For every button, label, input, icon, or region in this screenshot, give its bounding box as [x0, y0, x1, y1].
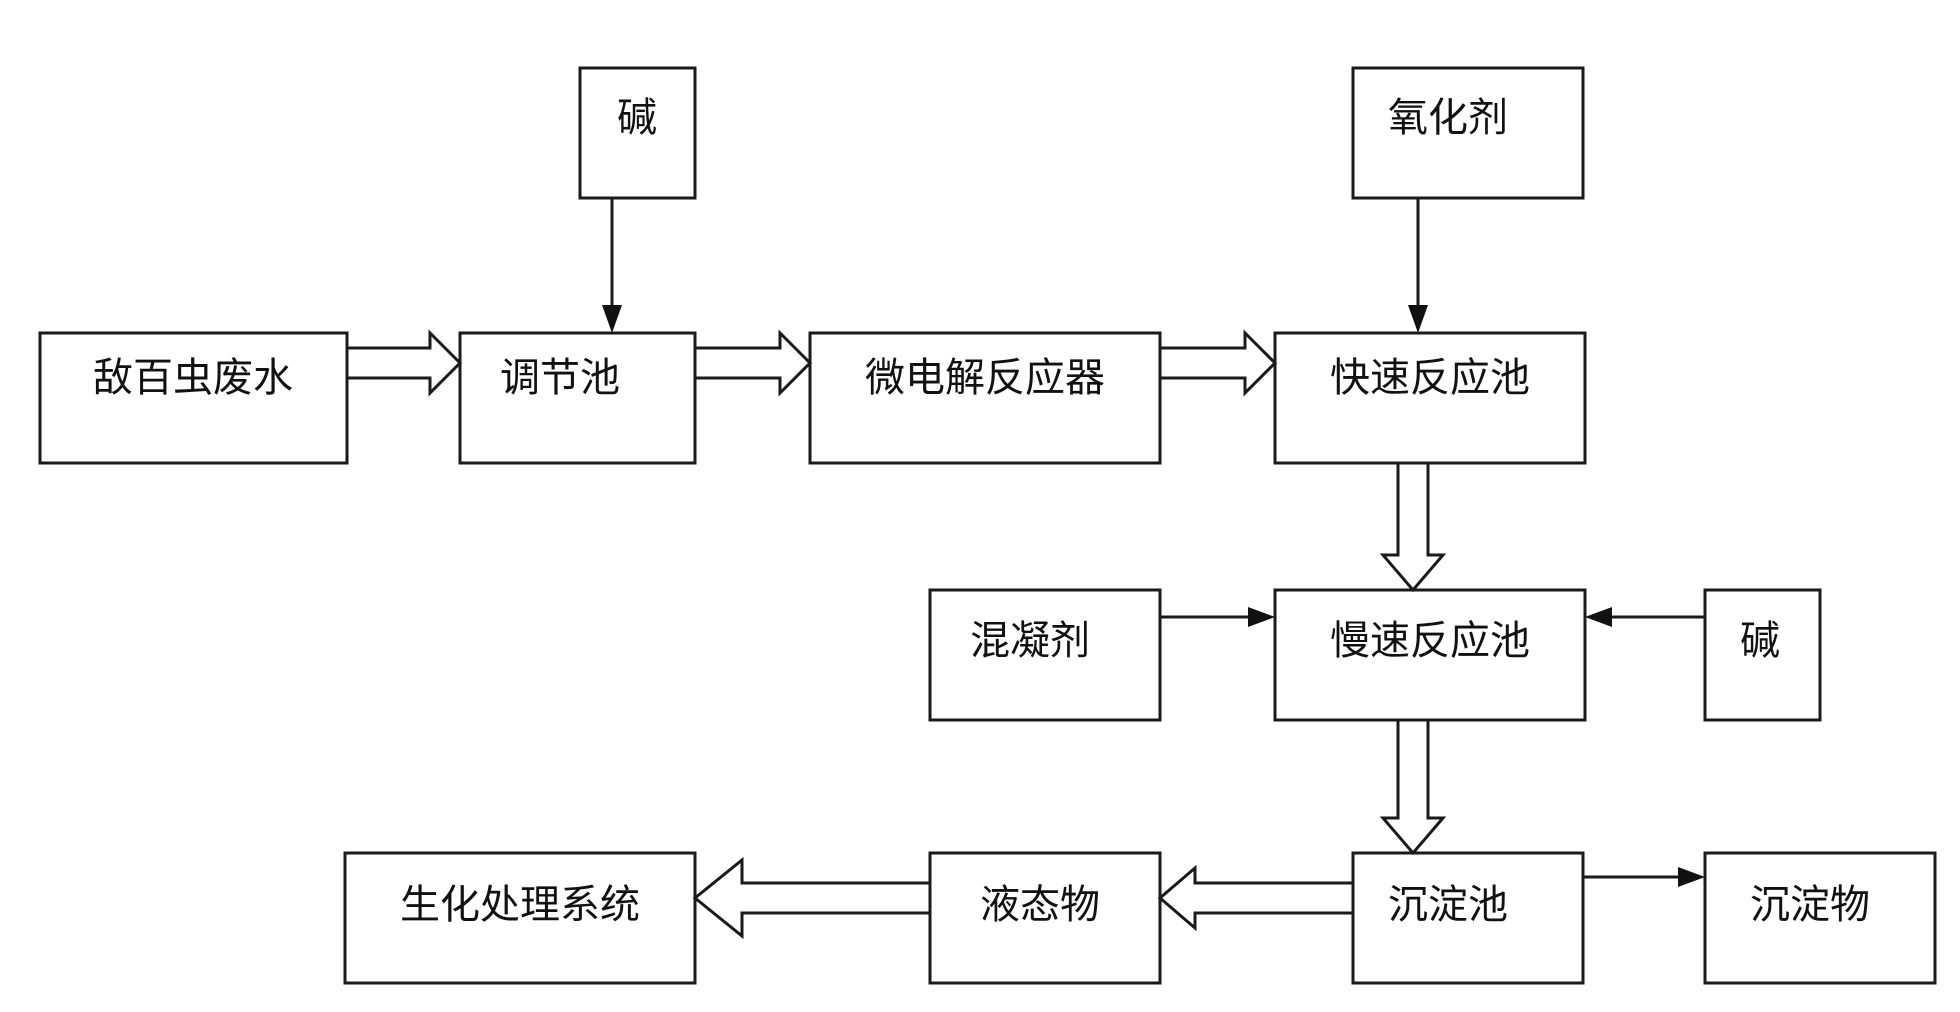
arrow-fast-to-slow [1379, 461, 1447, 593]
arrow-coagulant-to-slow [1160, 607, 1275, 627]
node-sediment: 沉淀物 [1703, 851, 1937, 985]
node-regulating-tank-label: 调节池 [500, 355, 620, 401]
node-biochemical-system-label: 生化处理系统 [400, 882, 640, 928]
node-slow-reaction-tank: 慢速反应池 [1273, 588, 1587, 722]
arrow-sedimentation-to-sediment [1583, 867, 1705, 887]
node-oxidant-label: 氧化剂 [1388, 95, 1508, 141]
node-biochemical-system: 生化处理系统 [343, 851, 697, 985]
node-fast-reaction-tank-label: 快速反应池 [1330, 355, 1530, 401]
node-coagulant-label: 混凝剂 [970, 618, 1090, 664]
node-alkali-top: 碱 [578, 66, 697, 200]
node-regulating-tank: 调节池 [458, 331, 697, 465]
node-sediment-label: 沉淀物 [1750, 882, 1870, 928]
arrow-slow-to-sedimentation [1379, 718, 1447, 856]
node-oxidant: 氧化剂 [1351, 66, 1585, 200]
arrow-wastewater-to-regulating [345, 329, 463, 397]
arrow-alkali-to-slow [1585, 607, 1705, 627]
node-wastewater-label: 敌百虫废水 [93, 355, 293, 401]
node-liquid: 液态物 [928, 851, 1162, 985]
arrow-oxidant-to-fast [1408, 198, 1428, 333]
node-fast-reaction-tank: 快速反应池 [1273, 331, 1587, 465]
arrow-sedimentation-to-liquid [1157, 864, 1355, 932]
node-micro-electrolysis: 微电解反应器 [808, 331, 1162, 465]
node-sedimentation-tank-label: 沉淀池 [1388, 882, 1508, 928]
arrow-alkali-to-regulating [602, 198, 622, 333]
node-liquid-label: 液态物 [980, 882, 1100, 928]
node-micro-electrolysis-label: 微电解反应器 [865, 355, 1105, 401]
arrow-micro-to-fast [1158, 329, 1278, 397]
node-alkali-right: 碱 [1703, 588, 1822, 722]
node-sedimentation-tank: 沉淀池 [1351, 851, 1585, 985]
arrow-liquid-to-biochemical [692, 856, 932, 940]
node-alkali-right-label: 碱 [1740, 618, 1780, 664]
node-wastewater: 敌百虫废水 [38, 331, 349, 465]
node-coagulant: 混凝剂 [928, 588, 1162, 722]
arrow-regulating-to-micro [693, 329, 813, 397]
node-slow-reaction-tank-label: 慢速反应池 [1330, 618, 1530, 664]
node-alkali-top-label: 碱 [617, 95, 657, 141]
